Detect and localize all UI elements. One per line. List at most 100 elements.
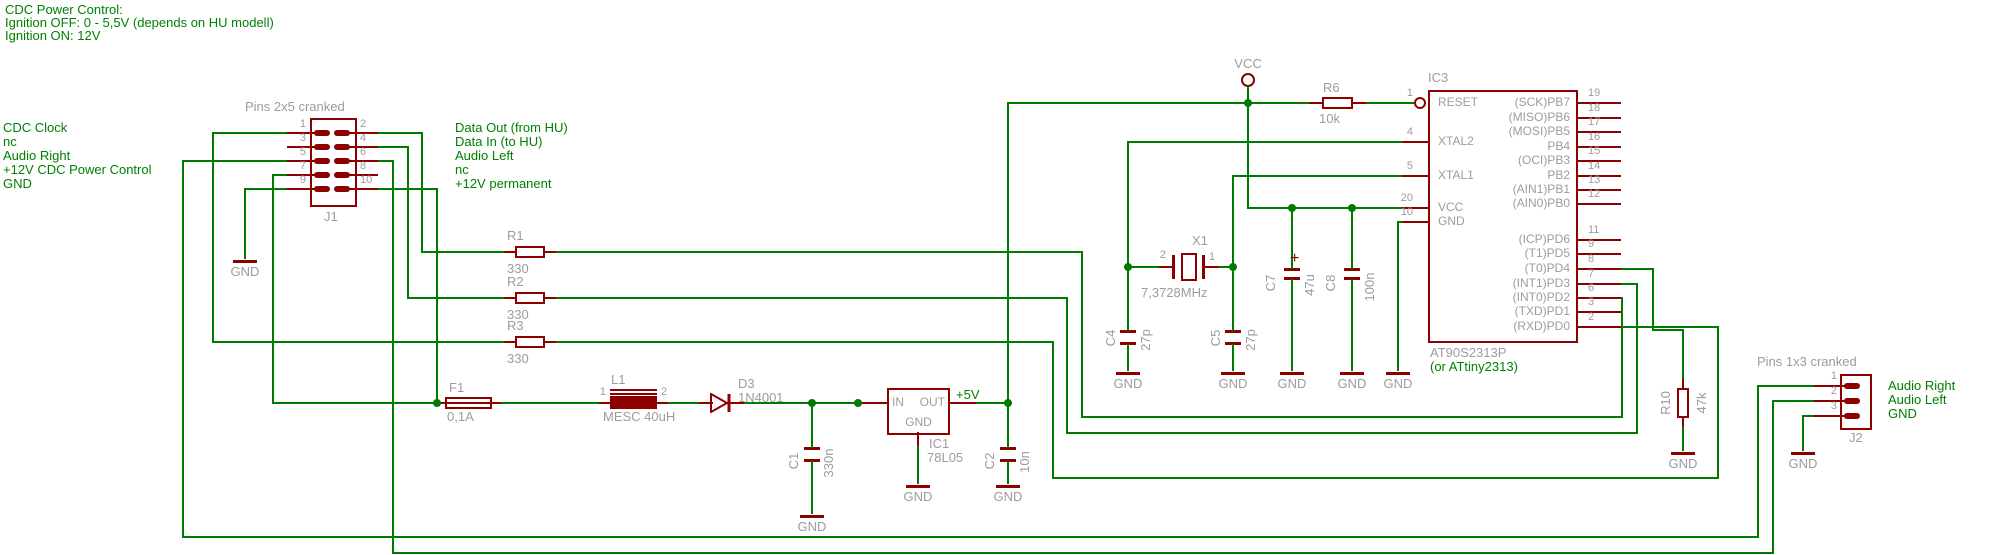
junction-dot [1348, 204, 1356, 212]
net-wire [1621, 297, 1623, 418]
net-wire [392, 552, 1774, 554]
net-wire [1127, 266, 1161, 268]
j1-signal-label-left: Audio Right [3, 148, 71, 163]
net-wire [1007, 102, 1009, 404]
gnd-symbol-label: GND [903, 489, 933, 504]
ic3-pin-number: 1 [1406, 87, 1413, 99]
ic3-pin-number: 8 [1588, 253, 1595, 265]
ic3-pin-name: (SCK)PB7 [1514, 95, 1570, 109]
r10-value: 47k [1694, 392, 1710, 414]
net-wire [1802, 415, 1816, 417]
pin-stub [1577, 253, 1621, 255]
j2-pin-number: 1 [1830, 370, 1837, 382]
net-wire [212, 132, 289, 134]
net-wire [1652, 268, 1654, 331]
gnd-symbol [233, 260, 257, 263]
ic1-pin-out-label: OUT [919, 395, 945, 409]
ic3-pin-name: PB4 [1547, 139, 1570, 153]
ic3-pin-number: 13 [1588, 174, 1601, 186]
ic3-pin-number: 18 [1588, 102, 1601, 114]
net-wire [1217, 266, 1234, 268]
f1-value: 0,1A [447, 409, 474, 424]
net-wire [1232, 344, 1234, 371]
l1-value: MESC 40uH [603, 409, 676, 424]
net-wire [182, 160, 184, 538]
j1-signal-label-left: CDC Clock [3, 120, 68, 135]
ic3-pin-name: PB2 [1547, 168, 1570, 182]
net-wire [376, 188, 438, 190]
ic3-pin-number: 10 [1400, 206, 1413, 218]
ic3-pin-name: XTAL2 [1438, 134, 1474, 148]
pin-stub [504, 251, 516, 253]
pin-stub [544, 251, 556, 253]
net-wire [554, 251, 1083, 253]
j1-signal-label-left: nc [3, 134, 17, 149]
connector-pad [334, 144, 350, 150]
net-wire [1397, 221, 1399, 371]
j1-pin-number: 2 [360, 118, 367, 130]
pin-stub [1577, 117, 1621, 119]
net-label-5v: +5V [956, 387, 980, 402]
cap-c4-plate-top [1120, 330, 1136, 333]
ic3-pin-number: 4 [1406, 126, 1413, 138]
net-wire [742, 402, 859, 404]
j1-signal-label-right: Audio Left [455, 148, 514, 163]
j2-signal-label: GND [1888, 406, 1917, 421]
j1-signal-label-right: Data In (to HU) [455, 134, 543, 149]
ic3-mcu-body [1428, 90, 1578, 343]
net-wire [1127, 141, 1129, 331]
ic3-pin-name: (T1)PD5 [1524, 246, 1570, 260]
ic3-pin-name: (OCI)PB3 [1517, 153, 1570, 167]
inductor-l1-body [610, 396, 657, 409]
pin-stub [1577, 239, 1621, 241]
gnd-symbol-label: GND [1277, 376, 1307, 391]
ic3-pin-number: 19 [1588, 87, 1601, 99]
connector-pad [1844, 398, 1860, 404]
net-wire [554, 297, 1068, 299]
pin-stub [1577, 131, 1621, 133]
gnd-symbol [1791, 452, 1815, 455]
net-wire [811, 461, 813, 514]
j1-pin-number: 7 [299, 160, 306, 172]
gnd-symbol [1340, 372, 1364, 375]
net-wire [499, 402, 601, 404]
net-wire [1757, 385, 1816, 387]
ic3-value: AT90S2313P [1430, 345, 1507, 360]
net-wire [421, 251, 506, 253]
net-wire [1397, 221, 1404, 223]
j1-pin-number: 3 [299, 132, 306, 144]
junction-dot [1004, 399, 1012, 407]
resistor-r6 [1322, 97, 1353, 109]
pin-stub [491, 402, 501, 404]
j2-pin-number: 3 [1830, 400, 1837, 412]
net-wire [376, 132, 423, 134]
vcc-symbol-label: VCC [1234, 56, 1262, 71]
r10-name: R10 [1658, 391, 1674, 415]
ic3-pin-name: GND [1438, 214, 1465, 228]
net-wire [1619, 283, 1638, 285]
pin-stub [1204, 266, 1219, 268]
net-wire [272, 174, 274, 404]
net-wire [666, 402, 701, 404]
ic1-pin-gnd-label: GND [905, 415, 932, 429]
j1-signal-label-left: GND [3, 176, 32, 191]
pin-stub [949, 402, 976, 404]
ic3-pin-number: 20 [1400, 192, 1413, 204]
j1-pin-number: 8 [360, 160, 367, 172]
net-wire [1717, 326, 1719, 479]
gnd-symbol [996, 485, 1020, 488]
j1-pin-number: 5 [299, 146, 306, 158]
net-wire [182, 160, 289, 162]
net-wire [1802, 415, 1804, 451]
connector-pad [314, 144, 330, 150]
ic3-pin-number: 5 [1406, 160, 1413, 172]
pin-stub [504, 297, 516, 299]
connector-pad [314, 186, 330, 192]
ic3-pin-name: XTAL1 [1438, 168, 1474, 182]
pin-stub [287, 160, 315, 162]
gnd-symbol [1221, 372, 1245, 375]
gnd-symbol-label: GND [993, 489, 1023, 504]
net-wire [1247, 102, 1249, 209]
net-wire [1247, 207, 1404, 209]
pin-stub [544, 341, 556, 343]
